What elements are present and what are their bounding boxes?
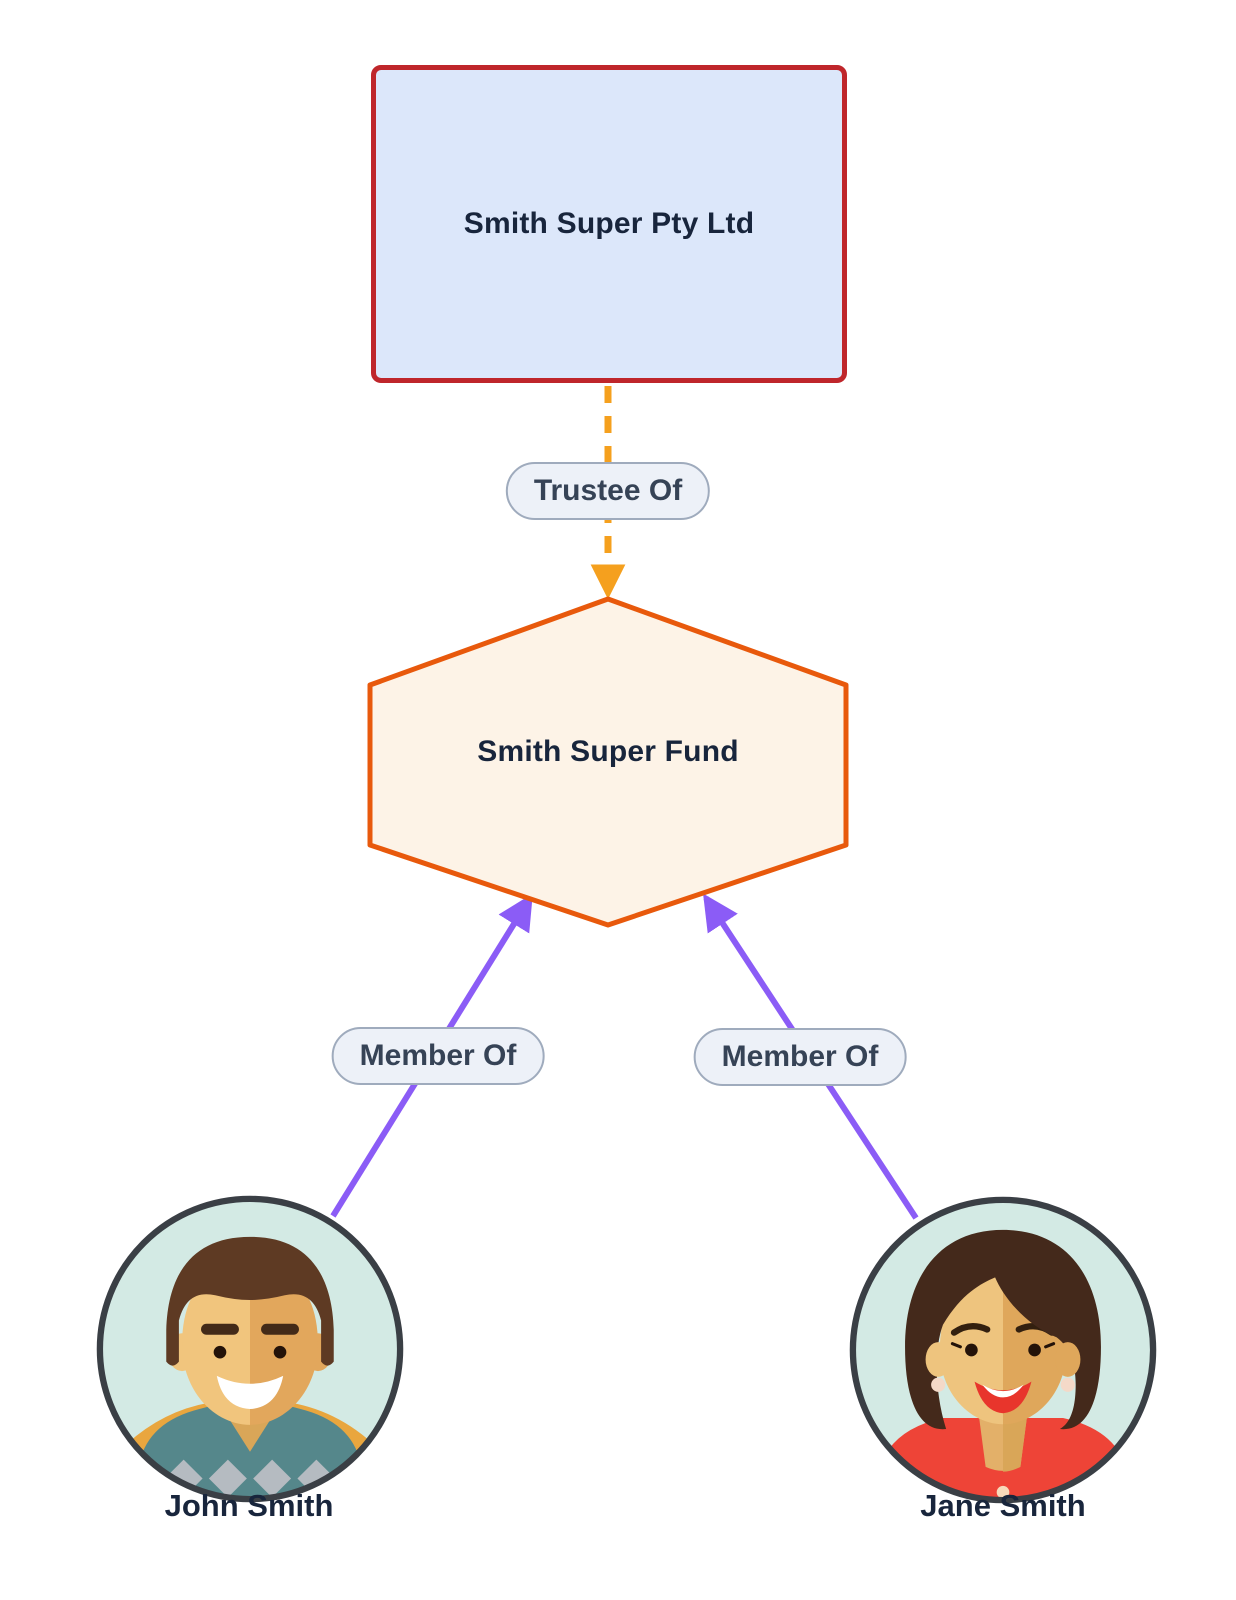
female-person-icon bbox=[849, 1196, 1157, 1504]
male-person-icon bbox=[96, 1195, 404, 1503]
member-of-label-jane: Member Of bbox=[721, 1040, 879, 1073]
fund-node-label: Smith Super Fund bbox=[477, 735, 739, 768]
company-node-label: Smith Super Pty Ltd bbox=[463, 207, 755, 240]
trustee-of-label: Trustee Of bbox=[533, 474, 683, 507]
member-of-label-pill-jane: Member Of bbox=[693, 1028, 907, 1086]
member-of-label-john: Member Of bbox=[359, 1039, 517, 1072]
fund-hexagon-shape bbox=[367, 596, 849, 928]
fund-node bbox=[367, 596, 849, 928]
jane-avatar bbox=[845, 1192, 1161, 1508]
john-avatar bbox=[92, 1191, 408, 1507]
company-node: Smith Super Pty Ltd bbox=[371, 65, 847, 383]
member-of-label-pill-john: Member Of bbox=[331, 1027, 545, 1085]
john-name-label: John Smith bbox=[164, 1488, 334, 1523]
jane-name-label: Jane Smith bbox=[920, 1488, 1086, 1523]
trustee-of-label-pill: Trustee Of bbox=[505, 462, 711, 520]
